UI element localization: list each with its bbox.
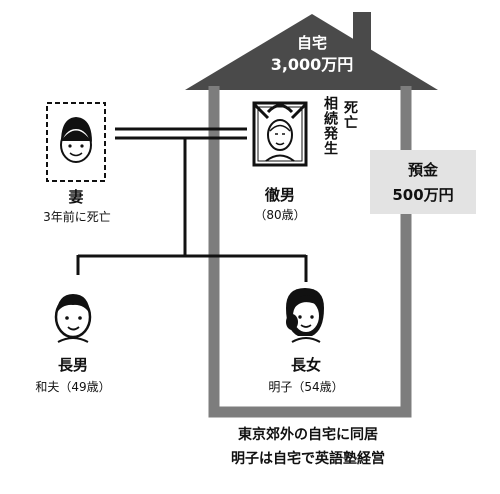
son-portrait: [54, 294, 92, 343]
wife-note: 3年前に死亡: [43, 210, 111, 224]
deceased-memorial-portrait: [252, 101, 308, 167]
deposit-label: 預金: [407, 161, 438, 179]
house-walls: [208, 86, 412, 418]
caption-line-2: 明子は自宅で英語塾経営: [231, 451, 385, 467]
deposit-box: 預金 500万円: [370, 150, 476, 214]
son-title: 長男: [57, 356, 88, 374]
son-detail: 和夫（49歳）: [35, 380, 111, 394]
daughter-portrait: [286, 288, 324, 343]
children-connector-line: [76, 139, 308, 282]
deceased-name: 徹男: [264, 186, 295, 204]
deceased-age: （80歳）: [254, 208, 306, 222]
wife-name: 妻: [68, 188, 84, 206]
deceased-death-tag: 死亡: [342, 100, 358, 130]
caption-line-1: 東京郊外の自宅に同居: [238, 427, 378, 443]
house-roof: [185, 14, 438, 90]
daughter-title: 長女: [290, 356, 321, 374]
wife-portrait: [46, 102, 106, 182]
deceased-inheritance-tag: 相続発生: [322, 96, 338, 156]
deposit-amount: 500万円: [392, 186, 454, 204]
marriage-line: [115, 127, 247, 140]
house-label-value: 3,000万円: [270, 55, 354, 74]
house-shape: [185, 12, 438, 418]
house-label-title: 自宅: [296, 34, 327, 52]
house-chimney: [353, 12, 371, 56]
daughter-detail: 明子（54歳）: [268, 380, 344, 394]
